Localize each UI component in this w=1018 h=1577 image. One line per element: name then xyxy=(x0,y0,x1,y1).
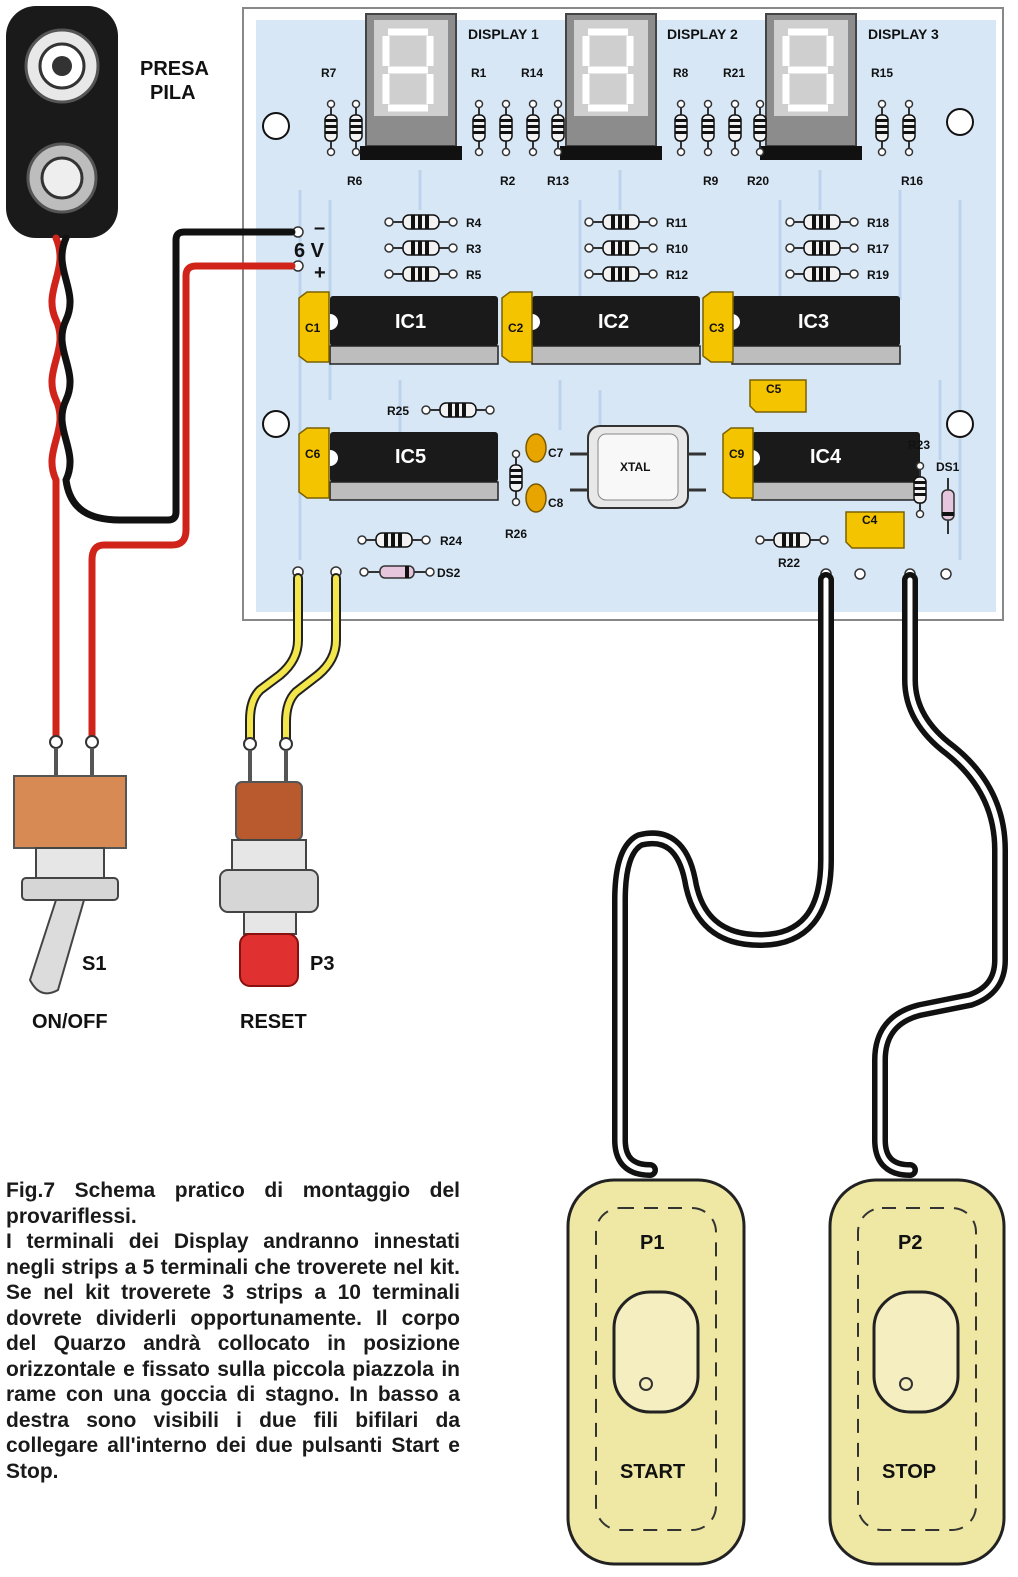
figure-caption: Fig.7 Schema pratico di montaggio del pr… xyxy=(6,1178,460,1484)
label-c8: C8 xyxy=(548,496,564,510)
mount-hole xyxy=(262,410,290,438)
label-r13: R13 xyxy=(547,174,569,188)
label-r20: R20 xyxy=(747,174,769,188)
display-2-label: DISPLAY 2 xyxy=(667,26,738,42)
label-r19: R19 xyxy=(867,268,889,282)
label-r5: R5 xyxy=(466,268,482,282)
label-r9: R9 xyxy=(703,174,719,188)
label-r17: R17 xyxy=(867,242,889,256)
caption-body: I terminali dei Display andranno innesta… xyxy=(6,1230,460,1483)
label-r23: R23 xyxy=(908,438,930,452)
display-3 xyxy=(760,14,862,160)
display-3-label: DISPLAY 3 xyxy=(868,26,939,42)
capacitor-c7 xyxy=(525,433,547,463)
label-r24: R24 xyxy=(440,534,462,548)
label-r10: R10 xyxy=(666,242,688,256)
label-r1: R1 xyxy=(471,66,487,80)
mount-hole xyxy=(946,108,974,136)
label-r18: R18 xyxy=(867,216,889,230)
label-r4: R4 xyxy=(466,216,482,230)
battery-wires xyxy=(48,228,296,744)
ic5-label: IC5 xyxy=(395,446,426,468)
pedal-stop-p2 xyxy=(828,1178,1006,1566)
ic4-label: IC4 xyxy=(810,446,842,468)
pedal-p1-label: START xyxy=(620,1461,685,1483)
display-1-label: DISPLAY 1 xyxy=(468,26,539,42)
label-c7: C7 xyxy=(548,446,564,460)
ic3-label: IC3 xyxy=(798,311,829,333)
label-r6: R6 xyxy=(347,174,363,188)
reset-id: P3 xyxy=(310,953,334,975)
label-c9: C9 xyxy=(729,447,745,461)
label-c5: C5 xyxy=(766,382,782,396)
capacitor-c4 xyxy=(845,511,905,549)
pedal-wires xyxy=(612,568,1008,1178)
reset-button-p3 xyxy=(219,737,319,987)
ic2-label: IC2 xyxy=(598,311,629,333)
switch-id: S1 xyxy=(82,953,106,975)
label-ds2: DS2 xyxy=(437,566,461,580)
label-r15: R15 xyxy=(871,66,893,80)
switch-label: ON/OFF xyxy=(32,1011,108,1033)
crystal-label: XTAL xyxy=(620,460,650,474)
display-2 xyxy=(560,14,662,160)
battery-clip xyxy=(6,6,118,238)
crystal-xtal xyxy=(570,425,706,509)
label-r21: R21 xyxy=(723,66,745,80)
reset-wires xyxy=(245,566,342,747)
reset-label: RESET xyxy=(240,1011,307,1033)
label-r8: R8 xyxy=(673,66,689,80)
diode-ds2 xyxy=(359,565,435,579)
label-c1: C1 xyxy=(305,321,321,335)
capacitor-c8 xyxy=(525,483,547,513)
pedal-start-p1 xyxy=(566,1178,746,1566)
supply-voltage: 6 V xyxy=(294,240,325,262)
label-r14: R14 xyxy=(521,66,543,80)
label-c2: C2 xyxy=(508,321,524,335)
ic1-label: IC1 xyxy=(395,311,426,333)
label-r22: R22 xyxy=(778,556,800,570)
mount-hole xyxy=(262,112,290,140)
supply-minus: – xyxy=(314,217,325,239)
label-r12: R12 xyxy=(666,268,688,282)
battery-label-2: PILA xyxy=(150,82,196,104)
display-1 xyxy=(360,14,462,160)
supply-plus: + xyxy=(314,262,326,284)
label-r26: R26 xyxy=(505,527,527,541)
pedal-p2-id: P2 xyxy=(898,1232,922,1254)
label-r25: R25 xyxy=(387,404,409,418)
pedal-p1-id: P1 xyxy=(640,1232,664,1254)
label-r16: R16 xyxy=(901,174,923,188)
diode-ds1 xyxy=(941,478,955,534)
label-ds1: DS1 xyxy=(936,460,960,474)
capacitor-c9 xyxy=(722,427,754,499)
switch-s1 xyxy=(13,735,127,995)
mount-hole xyxy=(946,410,974,438)
label-r11: R11 xyxy=(666,216,688,230)
label-r7: R7 xyxy=(321,66,337,80)
caption-title: Fig.7 Schema pratico di montaggio del pr… xyxy=(6,1179,460,1228)
label-r2: R2 xyxy=(500,174,516,188)
label-c3: C3 xyxy=(709,321,725,335)
capacitor-c5 xyxy=(749,379,807,413)
capacitor-c6 xyxy=(298,427,330,499)
pedal-p2-label: STOP xyxy=(882,1461,936,1483)
label-c4: C4 xyxy=(862,513,878,527)
label-c6: C6 xyxy=(305,447,321,461)
battery-label-1: PRESA xyxy=(140,58,209,80)
label-r3: R3 xyxy=(466,242,482,256)
